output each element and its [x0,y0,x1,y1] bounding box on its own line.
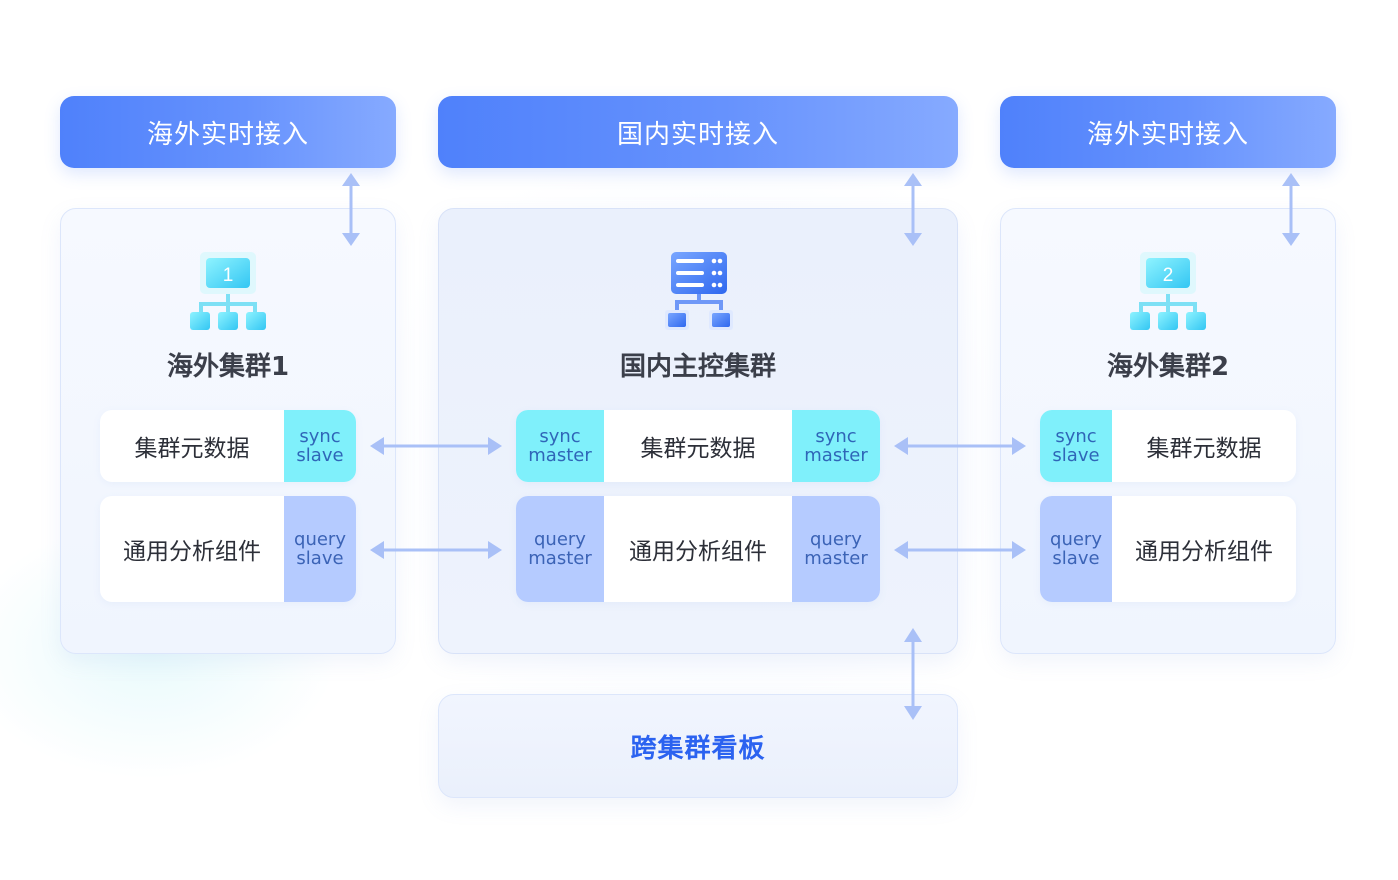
overseas-2-analysis-row[interactable]: query slave 通用分析组件 [1040,496,1296,602]
domestic-access-label: 国内实时接入 [616,119,779,150]
overseas-access-right-label: 海外实时接入 [1086,119,1249,150]
domestic-sync-master-right-tag: sync master [792,410,880,482]
overseas-2-metadata-row[interactable]: sync slave 集群元数据 [1040,410,1296,482]
server-master-icon [665,252,733,330]
overseas-cluster-1-title: 海外集群1 [166,352,290,382]
arrow-access-center [904,173,922,246]
overseas-1-analysis-row[interactable]: 通用分析组件 query slave [100,496,356,602]
overseas-1-metadata-row[interactable]: 集群元数据 sync slave [100,410,356,482]
domestic-metadata-label: 集群元数据 [640,436,756,462]
domestic-analysis-label: 通用分析组件 [629,539,767,565]
domestic-query-master-right-tag: query master [792,496,880,602]
overseas-1-analysis-label: 通用分析组件 [123,539,261,565]
domestic-sync-master-left-tag: sync master [516,410,604,482]
cluster-2-icon-number: 2 [1163,265,1174,286]
arrow-domestic-to-dashboard [904,628,922,720]
overseas-1-query-slave-tag: query slave [284,496,356,602]
arrow-sync-left [370,437,502,455]
overseas-2-sync-slave-tag: sync slave [1040,410,1112,482]
arrow-query-left [370,541,502,559]
overseas-access-left[interactable]: 海外实时接入 [60,96,396,168]
arrow-access-left [342,173,360,246]
overseas-cluster-2-title: 海外集群2 [1106,352,1230,382]
overseas-access-right[interactable]: 海外实时接入 [1000,96,1336,168]
domestic-metadata-row[interactable]: sync master 集群元数据 sync master [516,410,880,482]
arrow-query-right [894,541,1026,559]
arrow-sync-right [894,437,1026,455]
domestic-query-master-left-tag: query master [516,496,604,602]
overseas-1-metadata-label: 集群元数据 [134,436,250,462]
overseas-2-query-slave-tag: query slave [1040,496,1112,602]
overseas-2-metadata-label: 集群元数据 [1146,436,1262,462]
cluster-network-1-icon: 1 [190,252,266,330]
arrow-access-right [1282,173,1300,246]
cluster-network-2-icon: 2 [1130,252,1206,330]
domestic-analysis-row[interactable]: query master 通用分析组件 query master [516,496,880,602]
overseas-2-analysis-label: 通用分析组件 [1135,539,1273,565]
domestic-cluster-title: 国内主控集群 [619,352,776,382]
cluster-1-icon-number: 1 [223,265,234,286]
overseas-1-sync-slave-tag: sync slave [284,410,356,482]
cross-cluster-dashboard[interactable]: 跨集群看板 [438,694,958,798]
domestic-access[interactable]: 国内实时接入 [438,96,958,168]
cross-cluster-dashboard-label: 跨集群看板 [630,733,766,764]
overseas-access-left-label: 海外实时接入 [146,119,309,150]
